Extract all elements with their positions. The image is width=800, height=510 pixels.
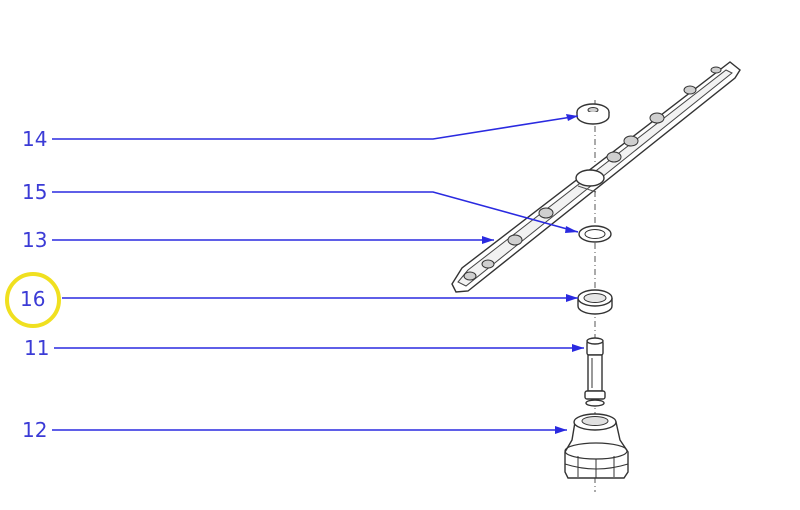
callout-14: 14: [22, 127, 47, 151]
callout-13: 13: [22, 228, 47, 252]
spray-arm-hub: [575, 169, 605, 187]
callout-11: 11: [24, 336, 49, 360]
part-12-base: [564, 413, 629, 479]
part-14-washer: [576, 103, 610, 125]
leader-15: [52, 191, 579, 233]
spray-arm-nozzles: [463, 66, 722, 281]
part-15-ring: [578, 225, 612, 243]
leader-14: [52, 115, 579, 140]
callout-16: 16: [20, 287, 45, 311]
highlight-circle: [5, 272, 61, 328]
part-16-bearing: [577, 289, 613, 315]
part-11-shaft: [584, 337, 606, 407]
leader-lines: [52, 114, 584, 434]
callout-15: 15: [22, 180, 47, 204]
callout-12: 12: [22, 418, 47, 442]
spray-arm: [451, 61, 741, 293]
